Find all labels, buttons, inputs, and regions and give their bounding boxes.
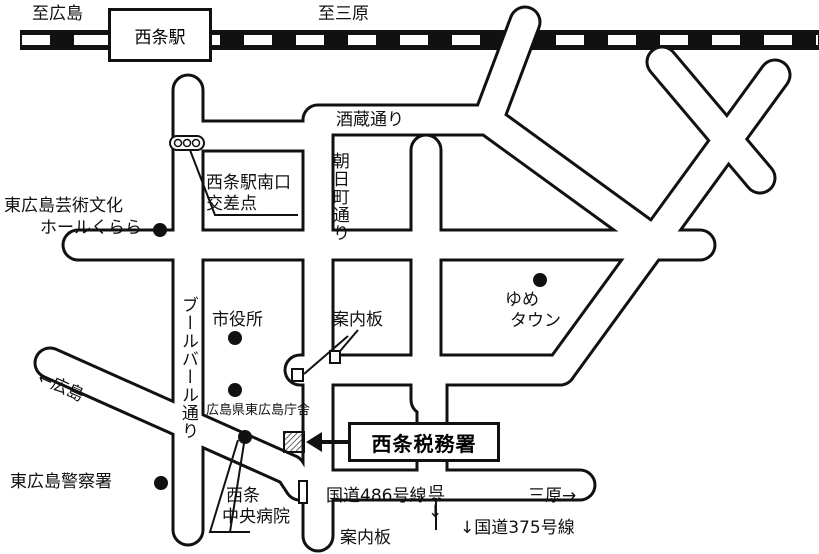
noticeboard-marker-icon — [329, 350, 341, 364]
pref-office-label: 広島県東広島庁舎 — [206, 403, 311, 418]
kure-arrow-icon: ↓ — [428, 502, 443, 522]
rail-right-label: 至三原 — [318, 4, 369, 24]
leader-lines — [189, 149, 359, 533]
noticeboard-label-2: 案内板 — [340, 528, 391, 548]
pref-office-dot-icon — [228, 383, 242, 397]
tax-office-name: 西条税務署 — [371, 431, 477, 456]
station-box: 西条駅 — [108, 8, 212, 62]
traffic-signal-icon — [169, 135, 205, 151]
rail-left-label: 至広島 — [32, 4, 83, 24]
youme-dot-icon — [533, 273, 547, 287]
station-name: 西条駅 — [134, 27, 186, 48]
intersection-label-line2: 交差点 — [206, 194, 257, 214]
asahimachi-street-label: 朝日町通り — [328, 152, 349, 242]
tax-office-marker — [283, 431, 305, 453]
noticeboard-label-1: 案内板 — [332, 310, 383, 330]
hospital-dot-icon — [238, 430, 252, 444]
hospital-label-line2: 中央病院 — [222, 507, 290, 527]
sakagura-street-label: 酒蔵通り — [336, 110, 404, 130]
to-mihara-label: 三原→ — [528, 486, 577, 506]
kurara-label-line2: ホールくらら — [40, 218, 142, 238]
youme-label-line1: ゆめ — [505, 290, 539, 310]
noticeboard-marker-icon — [291, 368, 304, 382]
kurara-dot-icon — [153, 223, 167, 237]
kure-label: 呉 — [428, 484, 445, 504]
youme-label-line2: タウン — [510, 311, 561, 331]
target-arrow-icon — [306, 432, 348, 452]
city-hall-label: 市役所 — [212, 310, 263, 330]
hospital-label-line1: 西条 — [226, 486, 260, 506]
city-hall-dot-icon — [228, 331, 242, 345]
kurara-label-line1: 東広島芸術文化 — [4, 196, 123, 216]
route375-label: ↓国道375号線 — [460, 518, 575, 538]
railway — [20, 30, 819, 50]
police-dot-icon — [154, 476, 168, 490]
tax-office-box: 西条税務署 — [348, 422, 500, 462]
route486-label: 国道486号線 — [326, 486, 427, 506]
boulevard-street-label: ブールバール通り — [177, 296, 198, 440]
police-label: 東広島警察署 — [10, 472, 112, 492]
intersection-label-line1: 西条駅南口 — [206, 173, 291, 193]
noticeboard-marker-icon — [298, 480, 308, 504]
road-network — [33, 5, 792, 553]
